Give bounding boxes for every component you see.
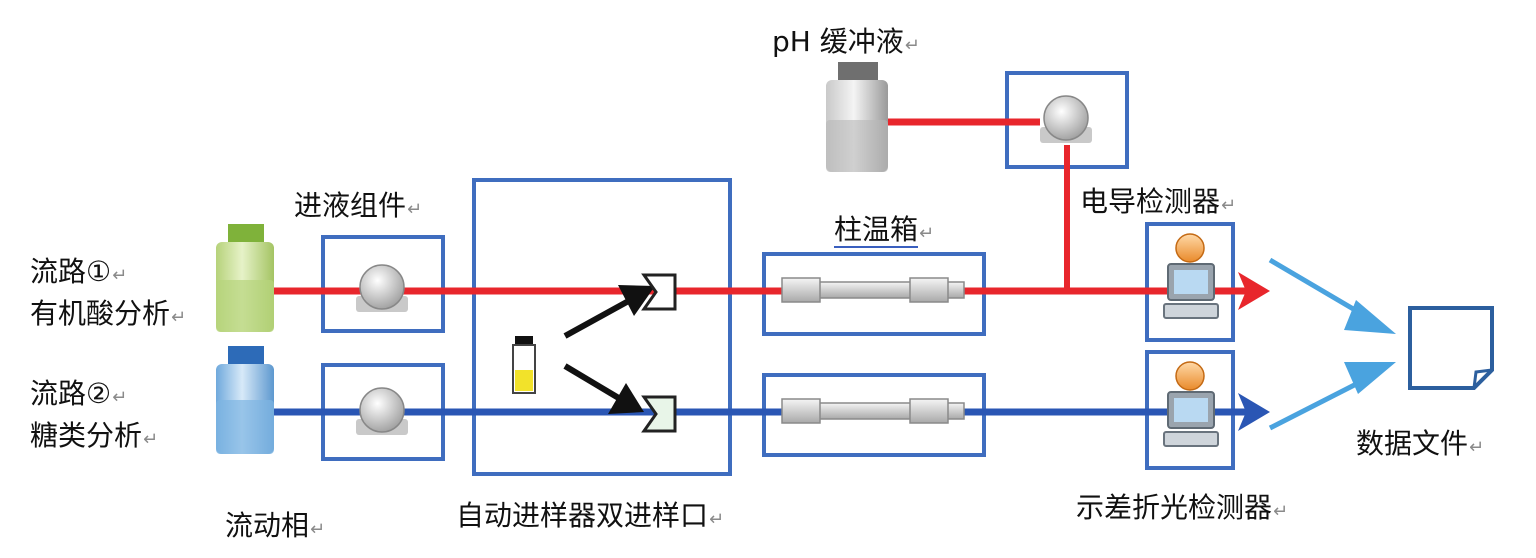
data-file-icon [1408, 306, 1494, 390]
column2 [781, 398, 965, 424]
sample-vial-cap [515, 336, 533, 345]
pump2-icon [356, 387, 408, 435]
pump1-icon [356, 264, 408, 312]
flow2-arrow-head [1238, 393, 1270, 431]
injection-port-1 [641, 273, 677, 311]
conductivity-detector-icon [1163, 233, 1219, 319]
injection-port-2 [641, 395, 677, 433]
ri-detector-label: 示差折光检测器↵ [1076, 491, 1289, 524]
autosampler-box [472, 178, 732, 476]
pump1-box [321, 235, 445, 333]
ph-buffer-bottle [826, 62, 888, 172]
ri-detector-icon [1163, 361, 1219, 447]
data-arrows [1268, 257, 1396, 431]
autosampler-contents [512, 273, 677, 433]
column1 [781, 277, 965, 303]
flow1-label-line2: 有机酸分析↵ [30, 297, 187, 330]
flow1-bottle [216, 224, 274, 332]
mobile-phase-label: 流动相↵ [225, 509, 326, 542]
injection-arrow-2 [563, 363, 624, 403]
flow2-label-line2: 糖类分析↵ [30, 419, 159, 452]
injection-arrow-1 [563, 295, 636, 339]
flow2-bottle [216, 346, 274, 454]
ph-buffer-label: pH 缓冲液↵ [772, 25, 920, 58]
detector-icons [1163, 233, 1219, 447]
pump-icons [356, 95, 1092, 435]
data-file-label: 数据文件↵ [1356, 427, 1485, 460]
ph-pump-icon [1040, 95, 1092, 143]
column-oven-label: 柱温箱↵ [834, 213, 935, 248]
flow-lines [272, 118, 1270, 431]
flow2-label-line1: 流路②↵ [30, 377, 128, 410]
flow1-label-line1: 流路①↵ [30, 255, 128, 288]
inlet-assembly-label: 进液组件↵ [294, 189, 423, 222]
flow1-arrow-head [1238, 272, 1270, 310]
columns [781, 277, 965, 424]
conductivity-detector-label: 电导检测器↵ [1080, 185, 1237, 218]
detector1-box [1145, 222, 1235, 342]
autosampler-label: 自动进样器双进样口↵ [456, 499, 725, 532]
